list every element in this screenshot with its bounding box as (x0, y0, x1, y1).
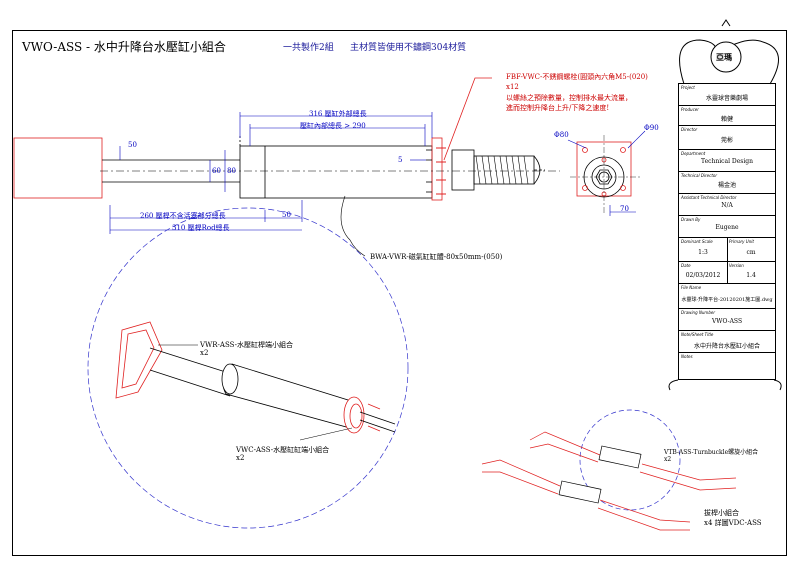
tb-sheet-title: Note/Sheet Title 水中升降台水壓缸小組合 (679, 330, 775, 352)
bolt-leader (443, 77, 492, 161)
vtb-qty: x2 (664, 456, 672, 463)
detail-isometric (115, 321, 396, 441)
tb-drawing-number: Drawing Number VWO-ASS (679, 308, 775, 330)
dim-310: 310 壓桿Rod總長 (172, 224, 230, 232)
drawing-title: VWO-ASS - 水中升降台水壓缸小組合 (22, 40, 226, 54)
bolt-note-line2: x12 (506, 83, 519, 91)
company-logo: 亞瑪 (716, 52, 732, 62)
tb-producer: Producer 賴健 (679, 105, 775, 125)
detail-circle-main (87, 207, 409, 529)
dim-316: 316 壓缸外部總長 (309, 110, 367, 118)
bolt-note-line1: FBF-VWC-不銹鋼螺栓(圓頭內六角M5-(020) (506, 73, 648, 81)
tb-date-version: Date Version 02/03/2012 1.4 (679, 261, 775, 284)
tb-file-name: File Name 水靈球-升降平台-20120201施工圖.dwg (679, 283, 775, 308)
tb-scale-unit: Dominant Scale Primary Unit 1:3 cm (679, 237, 775, 262)
tb-technical-director: Technical Director 楊金池 (679, 171, 775, 193)
link-label: 拔桿小組合 (704, 509, 739, 517)
bwa-label: BWA-VWR-磁氣缸缸體-80x50mm-(050) (370, 253, 503, 261)
vwc-qty: x2 (236, 454, 245, 462)
drawing-border (12, 30, 787, 556)
dim-260: 260 壓桿不含活塞部分總長 (140, 212, 226, 220)
tb-notes: Notes (679, 352, 775, 380)
link-assembly-upper (529, 431, 737, 491)
end-view (570, 135, 640, 215)
vwr-label: VWR-ASS-水壓缸桿端小組合 (200, 341, 294, 349)
dim-70: 70 (620, 205, 629, 213)
link-qty: x4 詳圖VDC-ASS (704, 519, 762, 527)
detail-circle-small (579, 409, 681, 511)
title-block: Project 水靈球音樂劇場 Producer 賴健 Director 莞彬 … (678, 83, 776, 380)
material-note: 主材質皆使用不鏽鋼304材質 (350, 43, 467, 53)
bwa-leader (340, 195, 366, 257)
tb-project: Project 水靈球音樂劇場 (679, 83, 775, 105)
dim-50-top: 50 (128, 141, 137, 149)
dim-5: 5 (398, 156, 403, 164)
tb-drawn-by: Drawn By Eugene (679, 215, 775, 237)
dim-290: 壓缸內部總長 > 290 (300, 122, 366, 130)
vwr-qty: x2 (200, 349, 209, 357)
tb-director: Director 莞彬 (679, 125, 775, 149)
side-view-dimensions (109, 112, 433, 234)
dim-60: 60 (212, 167, 221, 175)
title-block-ornament (668, 19, 782, 391)
quantity-note: 一共製作2組 (283, 43, 334, 53)
rod-end-block (13, 137, 103, 199)
cylinder-end-cap (431, 137, 443, 201)
tb-department: Department Technical Design (679, 149, 775, 171)
dim-phi90: Φ90 (644, 124, 659, 132)
dim-phi80: Φ80 (554, 131, 569, 139)
side-view (13, 136, 560, 201)
vwc-label: VWC-ASS-水壓缸缸端小組合 (236, 446, 330, 454)
dim-80-side: 80 (227, 167, 236, 175)
cylinder-body (239, 145, 433, 199)
bolt-note-line3: 以螺絲之預除數量，控制排水最大流量， (506, 94, 632, 102)
bolt-note-line4: 進而控制升降台上升/下降之速度! (506, 104, 610, 112)
tb-assistant-td: Assistant Technical Director N/A (679, 193, 775, 215)
vtb-label: VTB-ASS-Turnbuckle螺旋小組合 (664, 449, 759, 456)
link-assembly-lower (481, 459, 691, 531)
dim-50-bottom: 50 (282, 211, 291, 219)
